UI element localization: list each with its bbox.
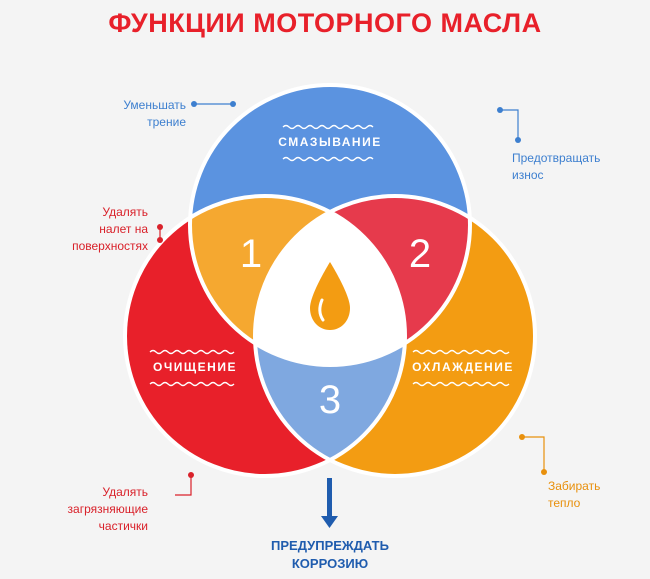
arrow-down-icon	[321, 478, 338, 528]
connector-lines	[157, 101, 547, 496]
annotation-remove-deposits: Удалять налет на поверхностях	[72, 205, 148, 253]
prevent-corrosion-label: ПРЕДУПРЕЖДАТЬ КОРРОЗИЮ	[271, 538, 389, 571]
label-cleaning: ОЧИЩЕНИЕ	[153, 360, 237, 374]
page-title: ФУНКЦИИ МОТОРНОГО МАСЛА	[108, 8, 542, 38]
annotation-remove-particles: Удалять загрязняющие частички	[67, 485, 148, 533]
label-lubrication: СМАЗЫВАНИЕ	[278, 135, 382, 149]
center-area	[255, 196, 405, 365]
annotation-take-heat: Забирать тепло	[548, 479, 601, 510]
label-cooling: ОХЛАЖДЕНИЕ	[412, 360, 514, 374]
wave-decorations	[149, 124, 510, 387]
overlap-number-3: 3	[318, 378, 342, 422]
overlap-number-2: 2	[408, 232, 432, 276]
annotation-prevent-wear: Предотвращать износ	[512, 151, 601, 182]
oil-drop-icon	[310, 262, 350, 330]
annotation-reduce-friction: Уменьшать трение	[123, 98, 186, 129]
overlap-number-1: 1	[239, 232, 263, 276]
